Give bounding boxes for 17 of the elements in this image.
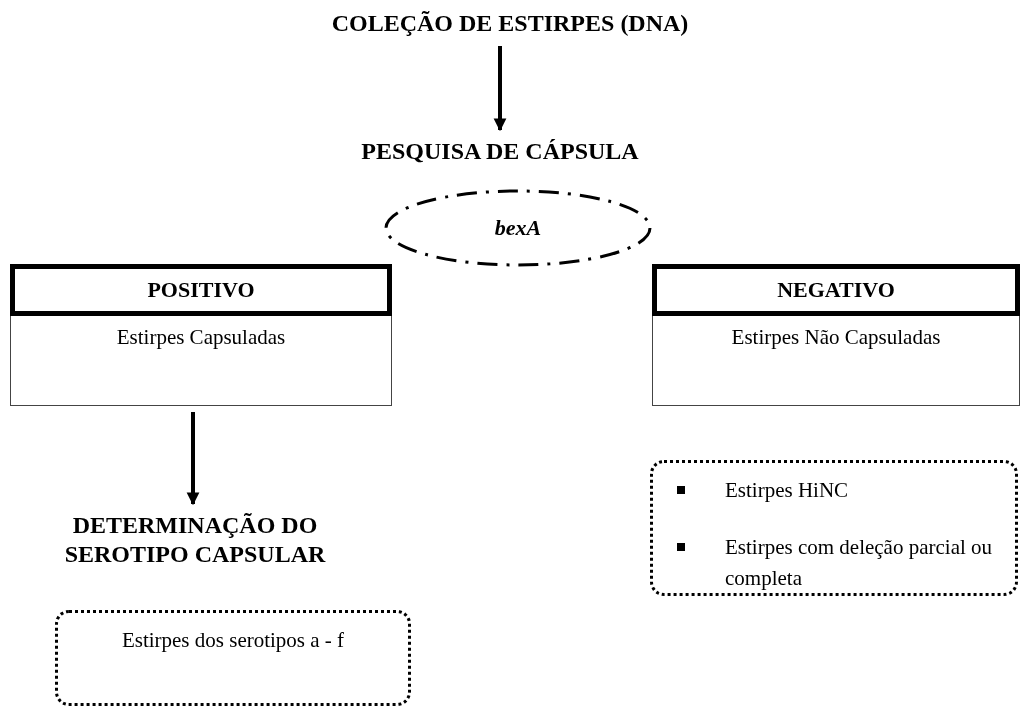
- result-box: [652, 264, 1020, 406]
- dotted-box: [650, 460, 1018, 596]
- step-heading: COLEÇÃO DE ESTIRPES (DNA): [290, 6, 730, 40]
- list-item: Estirpes HiNC: [725, 477, 849, 504]
- list-item: Estirpes com deleção parcial ou completa: [725, 534, 994, 592]
- arrow: [186, 412, 200, 506]
- box-header: NEGATIVO: [652, 264, 1020, 316]
- gene-label: bexA: [494, 215, 542, 241]
- result-box: [10, 264, 392, 406]
- box-text: Estirpes Não Capsuladas: [730, 324, 942, 351]
- step-heading: DETERMINAÇÃO DO SEROTIPO CAPSULAR: [30, 508, 360, 572]
- dotted-box: [55, 610, 411, 706]
- arrow: [493, 46, 507, 132]
- box-text: Estirpes dos serotipos a - f: [120, 627, 346, 654]
- box-text: Estirpes Capsuladas: [115, 324, 287, 351]
- step-heading: PESQUISA DE CÁPSULA: [330, 134, 670, 168]
- box-header: POSITIVO: [10, 264, 392, 316]
